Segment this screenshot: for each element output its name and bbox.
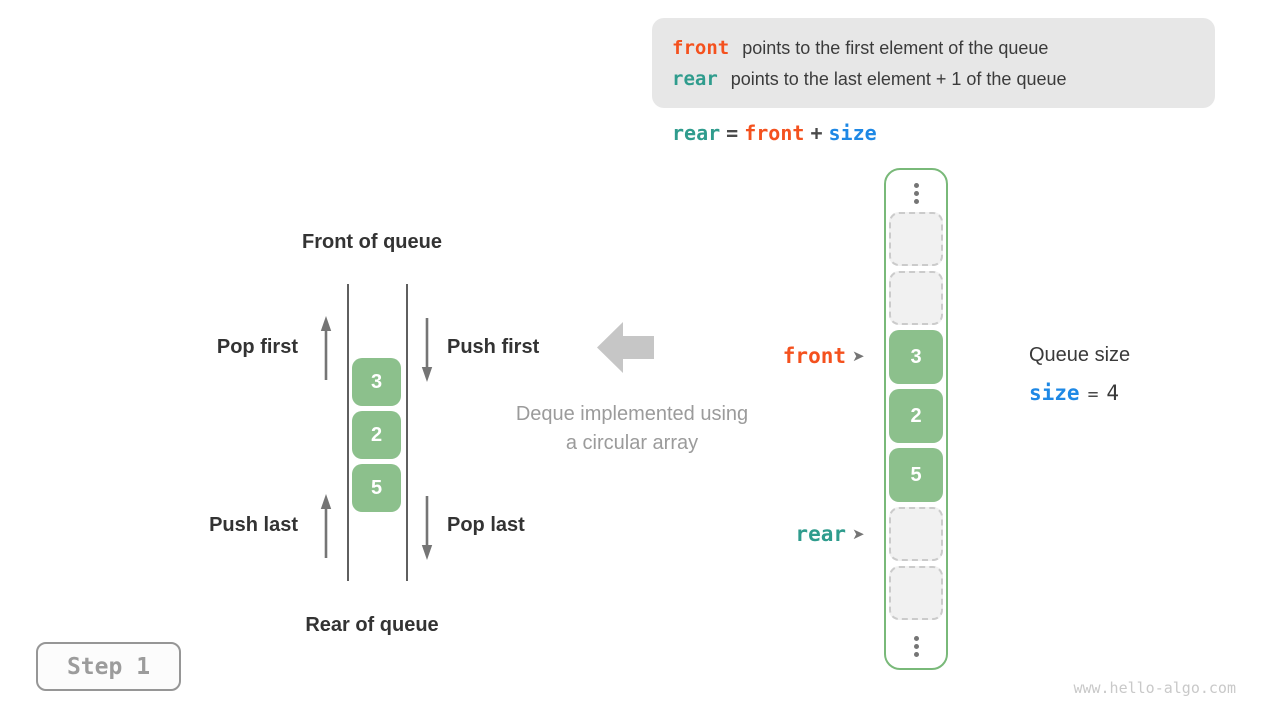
rear-keyword: rear bbox=[672, 67, 718, 90]
front-pointer-label: front bbox=[782, 344, 846, 368]
rear-pointer-arrow-icon: ➤ bbox=[852, 526, 865, 543]
front-description: points to the first element of the queue bbox=[742, 37, 1049, 58]
array-cell bbox=[889, 507, 943, 561]
dot bbox=[913, 652, 919, 657]
pop-first-up-arrow-icon bbox=[320, 316, 332, 380]
rear-pointer-label: rear bbox=[795, 522, 846, 546]
ellipsis-bottom-icon bbox=[884, 636, 948, 657]
circular-array-cells: 3 2 5 bbox=[889, 212, 943, 620]
dot bbox=[913, 636, 919, 641]
watermark: www.hello-algo.com bbox=[1073, 679, 1236, 697]
queue-channel-right-line bbox=[406, 284, 408, 581]
size-formula: size = 4 bbox=[1029, 381, 1119, 405]
caption-line-1: Deque implemented using bbox=[515, 403, 749, 425]
push-last-label: Push last bbox=[209, 514, 298, 536]
rear-of-queue-label: Rear of queue bbox=[305, 614, 439, 636]
figure-caption: Deque implemented using a circular array bbox=[482, 400, 782, 458]
caption-line-2: a circular array bbox=[565, 432, 699, 454]
array-cell: 5 bbox=[889, 448, 943, 502]
push-last-up-arrow-icon bbox=[320, 494, 332, 558]
deque-element: 2 bbox=[352, 411, 401, 459]
formula-plus: + bbox=[810, 121, 823, 145]
formula-rear: rear bbox=[672, 121, 721, 145]
formula-front: front bbox=[744, 121, 805, 145]
pop-last-down-arrow-icon bbox=[421, 496, 433, 560]
pop-last-label: Pop last bbox=[447, 514, 525, 536]
rear-description: points to the last element + 1 of the qu… bbox=[730, 68, 1067, 89]
dot bbox=[913, 183, 919, 188]
size-value: 4 bbox=[1106, 381, 1120, 405]
formula-equals: = bbox=[726, 121, 739, 145]
array-cell: 2 bbox=[889, 389, 943, 443]
queue-channel-left-line bbox=[347, 284, 349, 581]
size-variable: size bbox=[1029, 381, 1080, 405]
push-first-down-arrow-icon bbox=[421, 318, 433, 382]
legend-row-rear: rear points to the last element + 1 of t… bbox=[672, 68, 1215, 90]
pointer-legend-box: front points to the first element of the… bbox=[652, 18, 1215, 108]
push-first-label: Push first bbox=[447, 336, 540, 358]
step-badge: Step 1 bbox=[36, 642, 181, 691]
deque-element: 3 bbox=[352, 358, 401, 406]
dot bbox=[913, 199, 919, 204]
queue-size-title: Queue size bbox=[1029, 344, 1131, 366]
left-block-arrow-icon bbox=[597, 322, 654, 373]
array-cell bbox=[889, 212, 943, 266]
ellipsis-top-icon bbox=[884, 183, 948, 204]
array-cell bbox=[889, 271, 943, 325]
front-of-queue-label: Front of queue bbox=[302, 231, 442, 253]
dot bbox=[913, 644, 919, 649]
array-cell bbox=[889, 566, 943, 620]
array-cell: 3 bbox=[889, 330, 943, 384]
front-keyword: front bbox=[672, 36, 730, 59]
legend-row-front: front points to the first element of the… bbox=[672, 37, 1215, 59]
formula-size: size bbox=[828, 121, 877, 145]
deque-element: 5 bbox=[352, 464, 401, 512]
dot bbox=[913, 191, 919, 196]
rear-formula: rear=front+size bbox=[672, 121, 877, 145]
front-pointer-arrow-icon: ➤ bbox=[852, 348, 865, 365]
pop-first-label: Pop first bbox=[216, 336, 298, 358]
size-equals: = bbox=[1087, 384, 1099, 405]
deque-element-stack: 3 2 5 bbox=[352, 358, 401, 512]
